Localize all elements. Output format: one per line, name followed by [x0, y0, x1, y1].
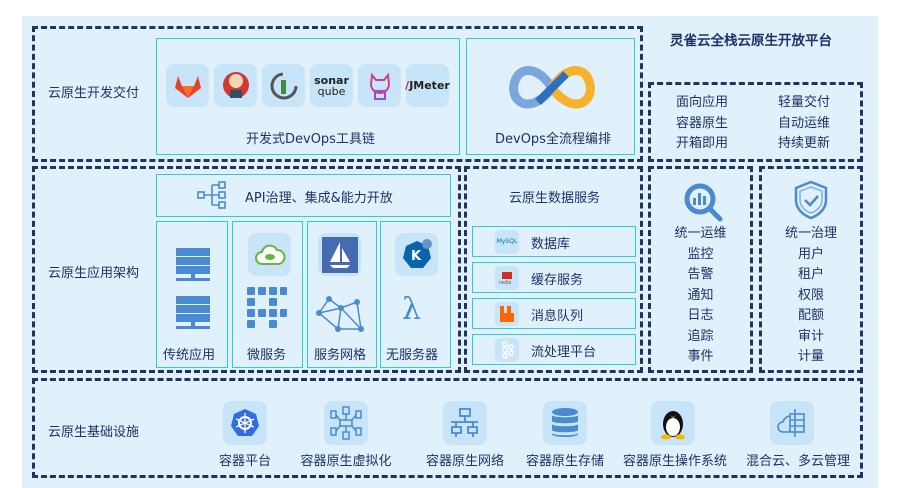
- svg-text:redis: redis: [499, 280, 512, 285]
- infrastructure-section: [32, 378, 863, 478]
- kubernetes-icon: [223, 401, 267, 445]
- mq-label: 消息队列: [531, 309, 584, 324]
- jmeter-icon: /JMeter: [405, 64, 450, 107]
- unified-ops-section: [648, 166, 753, 373]
- api-tree-icon: [197, 181, 226, 209]
- serverless-box: [380, 221, 451, 368]
- gov-list: 统一治理用户租户权限配额审计计量: [759, 224, 863, 368]
- gitlab-icon: [166, 64, 209, 107]
- api-governance-label: API治理、集成&能力开放: [245, 191, 393, 206]
- mysql-icon: MySQL: [495, 229, 519, 254]
- data-services-section: [464, 166, 643, 373]
- ops-item: 告警: [687, 267, 714, 282]
- feature-item: 容器原生: [676, 115, 729, 131]
- jenkins-icon: [214, 64, 257, 107]
- redis-icon: redis: [495, 265, 519, 290]
- linux-tux-icon: [651, 401, 695, 445]
- ops-title: 统一运维: [674, 226, 727, 241]
- knative-icon: K: [395, 233, 438, 276]
- data-services-title: 云原生数据服务: [509, 191, 601, 206]
- gov-item: 计量: [797, 349, 824, 364]
- harbor-cat-icon: [358, 64, 401, 107]
- ops-item: 日志: [687, 308, 714, 323]
- data-item-mq: 消息队列: [472, 298, 636, 329]
- infra-os: 容器原生操作系统: [622, 454, 728, 469]
- infra-network: 容器原生网络: [425, 454, 505, 469]
- unified-governance-section: [759, 166, 863, 373]
- svg-text:K: K: [411, 249, 422, 264]
- spring-cloud-icon: [248, 233, 291, 276]
- ops-list: 统一运维监控告警通知日志追踪事件: [648, 224, 753, 368]
- jmeter-text: JMeter: [409, 79, 450, 92]
- network-icon: [443, 401, 487, 445]
- microservice-box: [232, 221, 303, 368]
- feature-item: 轻量交付: [778, 95, 831, 110]
- gov-item: 审计: [797, 328, 824, 344]
- rabbitmq-icon: [495, 301, 519, 326]
- gov-item: 权限: [797, 287, 824, 303]
- app-architecture-section: [32, 166, 461, 373]
- toolchain-box: [156, 38, 460, 155]
- ops-item: 追踪: [687, 328, 714, 344]
- virtualization-icon: [324, 401, 368, 445]
- mesh-network-icon: [316, 296, 364, 332]
- infra-multicloud: 混合云、多云管理: [745, 454, 851, 469]
- features-section: [648, 82, 863, 162]
- gov-item: 租户: [797, 267, 824, 282]
- ops-item: 监控: [687, 246, 714, 262]
- infra-virtualization: 容器原生虚拟化: [300, 454, 392, 469]
- qube-text: qube: [317, 84, 346, 98]
- orchestration-label: DevOps全流程编排: [495, 132, 611, 147]
- infra-container-platform: 容器平台: [218, 454, 272, 469]
- sonar-text: sonar: [314, 73, 349, 87]
- orchestration-box: [466, 38, 635, 155]
- stream-label: 流处理平台: [531, 345, 597, 360]
- feature-item: 面向应用: [676, 95, 729, 110]
- ops-item: 通知: [687, 287, 714, 303]
- istio-icon: [318, 233, 361, 276]
- storage-icon: [543, 401, 587, 445]
- shield-check-icon: [794, 180, 828, 220]
- database-label: 数据库: [531, 237, 571, 252]
- dev-delivery-section: [32, 26, 643, 162]
- feature-item: 自动运维: [778, 115, 831, 131]
- feature-item: 持续更新: [778, 136, 831, 151]
- server-icon: [176, 248, 210, 329]
- gov-item: 配额: [797, 308, 824, 323]
- traditional-app-label: 传统应用: [163, 348, 216, 363]
- microservice-grid-icon: [247, 287, 287, 328]
- infrastructure-label: 云原生基础设施: [48, 425, 140, 440]
- kafka-icon: [495, 337, 519, 362]
- data-item-database: MySQL 数据库: [472, 226, 636, 257]
- infra-storage: 容器原生存储: [525, 454, 605, 469]
- cache-label: 缓存服务: [531, 273, 584, 288]
- app-architecture-label: 云原生应用架构: [48, 266, 140, 281]
- dev-delivery-label: 云原生开发交付: [48, 86, 140, 101]
- service-mesh-label: 服务网格: [314, 348, 367, 363]
- argo-icon: [262, 64, 305, 107]
- monitor-search-icon: [684, 183, 723, 222]
- api-governance-box: [156, 174, 451, 217]
- hybrid-cloud-icon: [770, 401, 814, 445]
- feature-item: 开箱即用: [676, 136, 729, 151]
- gov-title: 统一治理: [784, 226, 837, 241]
- toolchain-label: 开发式DevOps工具链: [246, 132, 375, 147]
- gov-item: 用户: [797, 246, 824, 262]
- devops-infinity-icon: [509, 66, 595, 109]
- features-right: 轻量交付自动运维持续更新: [778, 93, 830, 155]
- traditional-app-box: [156, 221, 228, 368]
- platform-title: 灵雀云全栈云原生开放平台: [670, 33, 832, 49]
- service-mesh-box: [307, 221, 377, 368]
- ops-item: 事件: [687, 349, 714, 364]
- features-left: 面向应用容器原生开箱即用: [676, 93, 728, 155]
- serverless-label: 无服务器: [386, 348, 439, 363]
- data-item-cache: redis 缓存服务: [472, 262, 636, 293]
- microservice-label: 微服务: [247, 348, 287, 363]
- lambda-icon: λ: [402, 292, 422, 327]
- data-item-stream: 流处理平台: [472, 334, 636, 365]
